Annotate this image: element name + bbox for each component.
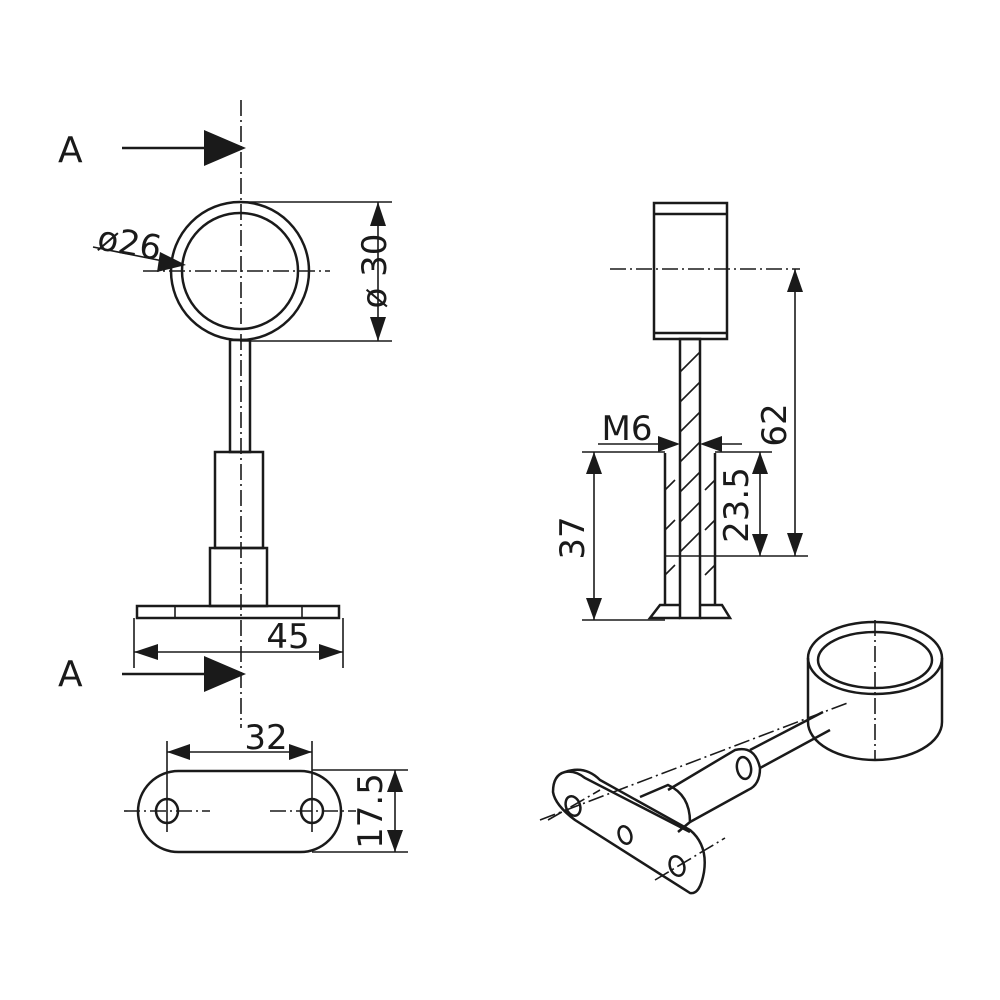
thread-depth-label: 23.5 [717, 467, 757, 543]
base-width-label: 45 [266, 617, 309, 657]
iso-sleeve-hole [735, 755, 753, 781]
dim-37-arrow-bottom [586, 598, 602, 620]
section-marker-bottom: A [58, 654, 83, 695]
dim-32-arrow-left [167, 744, 190, 760]
dim-23-5-arrow-top [752, 452, 768, 474]
thread-label: M6 [602, 409, 653, 449]
section-view: M6 62 23.5 37 [553, 201, 808, 621]
dim-26-leader [92, 246, 169, 263]
threaded-rod-section [678, 337, 702, 620]
iso-base-plate [551, 768, 706, 895]
rod-hatching [679, 351, 701, 553]
iso-upper-sleeve [667, 747, 762, 824]
dim-23-5-arrow-bottom [752, 534, 768, 556]
ring-side-profile [652, 201, 729, 341]
section-arrow-bottom-head [204, 656, 246, 692]
iso-base-hole-axis [547, 789, 601, 821]
dim-30-arrow-top [370, 202, 386, 226]
base-flange-left [647, 603, 680, 620]
outer-diameter-label: ø 30 [355, 234, 395, 309]
dim-32-arrow-right [289, 744, 312, 760]
dim-62-arrow-top [787, 269, 803, 292]
base-plan-view: 32 17.5 [124, 718, 408, 854]
iso-base-plate-front [564, 770, 691, 834]
dim-45-arrow-right [319, 644, 343, 660]
iso-base-hole-1 [564, 795, 582, 817]
front-view: ø 30 ø26 45 A A [58, 100, 395, 728]
iso-rod-bottom-edge [759, 728, 831, 770]
dim-30-arrow-bottom [370, 317, 386, 341]
dim-17-5-arrow-bottom [387, 830, 403, 852]
thread-leader-arrow-right [700, 436, 722, 452]
dim-45-arrow-left [134, 644, 158, 660]
section-marker-top: A [58, 130, 83, 171]
ring-inner-circle [180, 211, 300, 331]
iso-axis-line [539, 701, 851, 821]
base-flange-right [700, 603, 733, 620]
dim-26-arrow [157, 252, 186, 272]
dim-37-arrow-top [586, 452, 602, 474]
hole-spacing-label: 32 [244, 718, 287, 758]
base-height-label: 37 [553, 516, 593, 559]
section-arrow-top-head [204, 130, 246, 166]
dim-17-5-arrow-top [387, 770, 403, 792]
support-stem [228, 338, 252, 454]
iso-base-center-line [654, 837, 726, 881]
isometric-view [539, 620, 944, 895]
total-height-label: 62 [755, 403, 795, 446]
inner-diameter-label: ø26 [94, 218, 164, 269]
upper-sleeve [213, 450, 265, 550]
iso-base-hole-2 [617, 825, 633, 845]
iso-lower-sleeve [639, 783, 692, 833]
dim-62-arrow-bottom [787, 533, 803, 556]
base-depth-label: 17.5 [351, 773, 391, 849]
sleeve-hatching [664, 479, 716, 576]
thread-leader-arrow-left [658, 436, 680, 452]
base-plate [135, 604, 341, 620]
lower-sleeve [208, 546, 269, 608]
iso-rod-top-edge [749, 710, 824, 752]
